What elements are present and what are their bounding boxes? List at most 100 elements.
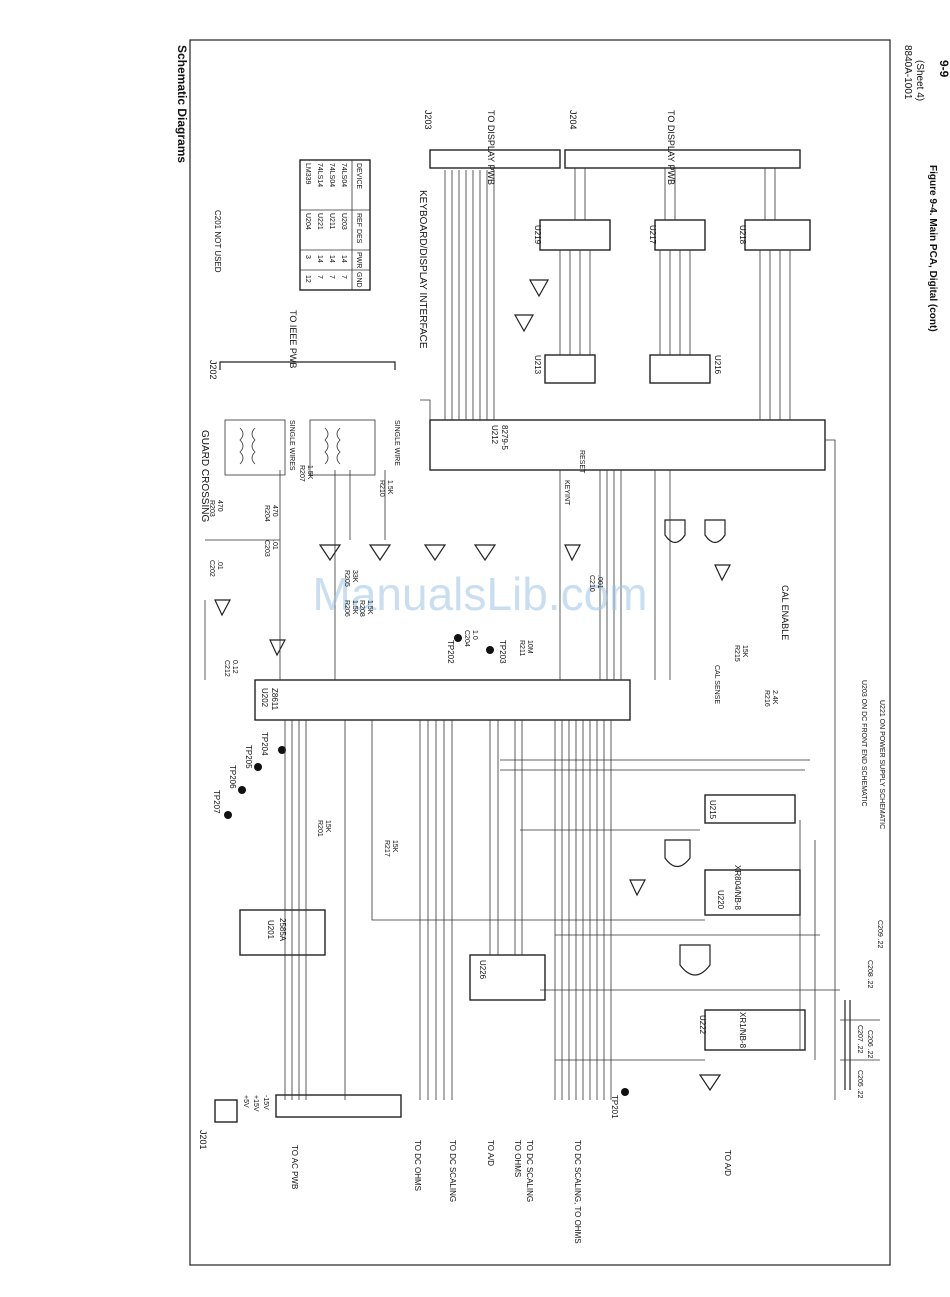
guard-crossing-label: GUARD CROSSING — [199, 430, 210, 522]
ic-u222 — [704, 1009, 806, 1051]
r211-val: 10M — [526, 640, 533, 654]
ic-u212 — [429, 419, 826, 471]
r210-val: 1.5K — [386, 480, 393, 495]
u226-ref: U226 — [478, 960, 487, 980]
table-row-2-gnd: 7 — [328, 275, 335, 279]
dest-dc-scaling-2: TO DC SCALING — [525, 1140, 534, 1202]
ic-u220 — [704, 869, 801, 916]
u202-ref: U202 — [260, 688, 269, 708]
u220-ref: U220 — [716, 890, 725, 910]
c212-val: 0.12 — [231, 660, 238, 674]
doc-id: 8840A-1001 — [902, 45, 913, 100]
ic-u219 — [539, 219, 611, 251]
tp206-label: TP206 — [228, 765, 237, 789]
u212-ref: U212 — [490, 425, 499, 445]
keyint-label: KEYINT — [563, 480, 570, 506]
connector-j203 — [429, 149, 561, 169]
r204-val: 470 — [271, 505, 278, 517]
table-header-pwr: PWR — [355, 252, 362, 268]
r216-ref: R216 — [763, 690, 770, 707]
u216-ref: U216 — [713, 355, 722, 375]
r206-ref: R206 — [343, 600, 350, 617]
cal-sense-label: CAL SENSE — [713, 665, 720, 704]
inverter-gates — [214, 279, 731, 1092]
r205-val: 33K — [351, 570, 358, 583]
table-header-gnd: GND — [355, 272, 362, 288]
c210-val: .001 — [596, 575, 603, 589]
j204-dest: TO DISPLAY PWB — [666, 110, 676, 185]
r217-ref: R217 — [383, 840, 390, 857]
j201-pin-neg15v: -15V — [262, 1095, 269, 1110]
c202-ref: C202 — [208, 560, 215, 577]
u220-part: XR804/NB-8 — [733, 865, 742, 910]
table-row-2-refdes: U211 — [328, 213, 335, 229]
r208-val: 1.5K — [366, 600, 373, 615]
u222-part: XR1/NB-8 — [738, 1012, 747, 1049]
u222-ref: U222 — [698, 1015, 707, 1035]
r207-val: 1.5K — [306, 465, 313, 480]
r205-ref: R205 — [343, 570, 350, 587]
j201-pin-15v: +15V — [252, 1095, 259, 1112]
table-row-4-refdes: U204 — [304, 213, 311, 230]
dest-dc-scaling-1: TO DC SCALING — [448, 1140, 457, 1202]
c212-ref: C212 — [223, 660, 230, 677]
r208-ref: R208 — [358, 600, 365, 617]
ic-u201 — [239, 909, 326, 956]
dest-dc-scaling-ohms: TO DC SCALING, TO OHMS — [573, 1140, 582, 1244]
tp202-label: TP202 — [446, 640, 455, 664]
r203-ref: R203 — [208, 500, 215, 517]
tp207-label: TP207 — [212, 790, 221, 814]
r204-ref: R204 — [263, 505, 270, 522]
section-title: Schematic Diagrams — [175, 45, 189, 163]
tp201-label: TP201 — [610, 1095, 619, 1119]
j202-label: J202 — [208, 360, 218, 380]
table-row-3-pwr: 14 — [316, 255, 323, 263]
tp205-label: TP205 — [244, 745, 253, 769]
r203-val: 470 — [216, 500, 223, 512]
connector-j204 — [564, 149, 801, 169]
r201-val: 15K — [324, 820, 331, 833]
bypass-c207: C207 .22 — [856, 1025, 863, 1054]
u218-ref: U218 — [738, 225, 747, 245]
u212-part: 8279-5 — [500, 425, 509, 450]
r216-val: 2.4K — [771, 690, 778, 705]
bypass-c206: C206 .22 — [866, 1030, 873, 1059]
ic-u218 — [744, 219, 811, 251]
j202-dest: TO IEEE PWB — [288, 310, 298, 368]
r211-ref: R211 — [518, 640, 525, 656]
comparators-u204 — [318, 544, 497, 562]
gate-note-u203: U203 ON DC FRONT END SCHEMATIC — [860, 680, 867, 807]
r217-val: 15K — [391, 840, 398, 853]
c202-val: .01 — [216, 560, 223, 570]
page-number: 9-9 — [937, 60, 950, 78]
r215-ref: R215 — [733, 645, 740, 662]
test-point-dots — [224, 634, 629, 1096]
bus-wires — [204, 168, 840, 1100]
u202-part: Z8611 — [270, 688, 279, 711]
j204-label: J204 — [568, 110, 578, 130]
table-row-1-refdes: U203 — [340, 213, 347, 230]
tp203-label: TP203 — [498, 640, 507, 664]
dest-ohms: TO OHMS — [513, 1140, 522, 1177]
single-wire-label: SINGLE WIRE — [393, 420, 400, 466]
table-row-1-pwr: 14 — [340, 255, 347, 263]
table-note: C201 NOT USED — [213, 210, 222, 273]
u219-ref: U219 — [533, 225, 542, 245]
drawing-border — [189, 39, 891, 1266]
sheet-label: (Sheet 4) — [914, 60, 925, 101]
table-row-1-device: 74LS04 — [340, 163, 347, 187]
keyboard-display-label: KEYBOARD/DISPLAY INTERFACE — [417, 190, 428, 349]
ic-u202 — [254, 679, 631, 721]
table-row-3-refdes: U221 — [316, 213, 323, 230]
j203-dest: TO DISPLAY PWB — [486, 110, 496, 185]
r207-ref: R207 — [298, 465, 305, 482]
r215-val: 15K — [741, 645, 748, 658]
table-header-refdes: REF DES — [355, 213, 362, 244]
gate-note-u221: U221 ON POWER SUPPLY SCHEMATIC — [878, 700, 885, 829]
table-row-2-device: 74LS04 — [328, 163, 335, 187]
u201-part: 2585A — [278, 918, 287, 942]
c203-val: .01 — [271, 540, 278, 550]
cal-enable-label: CAL ENABLE — [780, 585, 790, 640]
reset-label: RESET — [578, 450, 585, 474]
watermark-text: ManualsLib.com — [313, 568, 648, 620]
